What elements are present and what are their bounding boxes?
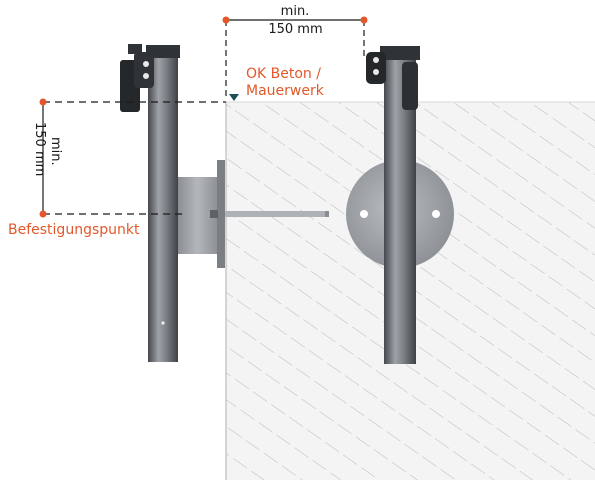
surface-label-line2: Mauerwerk — [246, 83, 324, 99]
left-dimension — [39, 98, 226, 218]
right-post-cap — [366, 46, 420, 110]
left-post — [148, 58, 178, 362]
left-dimension-label-min: min. — [48, 137, 63, 166]
mounting-plate — [178, 160, 225, 268]
surface-marker — [229, 94, 239, 101]
fixing-point-label: Befestigungspunkt — [8, 222, 140, 238]
surface-label-line1: OK Beton / — [246, 66, 321, 82]
anchor-rod — [225, 211, 329, 217]
left-dimension-label-value: 150 mm — [32, 122, 47, 177]
top-dimension — [222, 16, 368, 96]
top-dimension-label-min: min. — [280, 4, 310, 19]
left-post-cap — [120, 44, 180, 112]
top-dimension-label-value: 150 mm — [268, 22, 323, 37]
anchor-rod-end — [325, 211, 329, 217]
